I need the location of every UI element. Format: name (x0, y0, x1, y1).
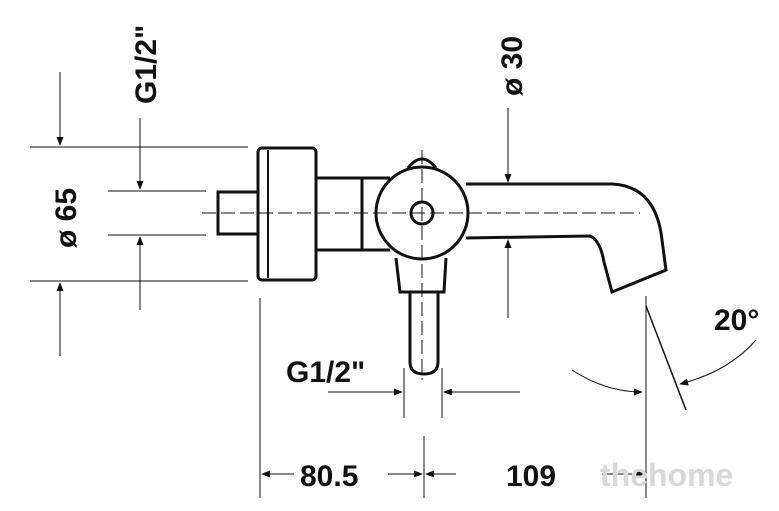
outlet-thread-label: G1/2" (286, 356, 365, 389)
outlet-to-spout-label: 109 (506, 460, 556, 493)
watermark: thehome (600, 457, 733, 493)
mixer-body (316, 176, 390, 252)
outlet-connector (394, 257, 448, 294)
spout (465, 182, 668, 295)
spout-diameter-label: ø 30 (496, 36, 529, 96)
spout-angle-label: 20° (714, 304, 759, 337)
wall-rosette (256, 146, 318, 282)
inlet-thread-label: G1/2" (130, 25, 163, 104)
rear-connector (216, 190, 260, 236)
wall-diameter-label: ø 65 (50, 188, 83, 248)
dimension-lines (30, 72, 757, 498)
centerlines (202, 150, 640, 380)
outlet-pipe (408, 292, 440, 376)
faucet-body (216, 146, 668, 376)
wall-to-outlet-label: 80.5 (300, 460, 358, 493)
